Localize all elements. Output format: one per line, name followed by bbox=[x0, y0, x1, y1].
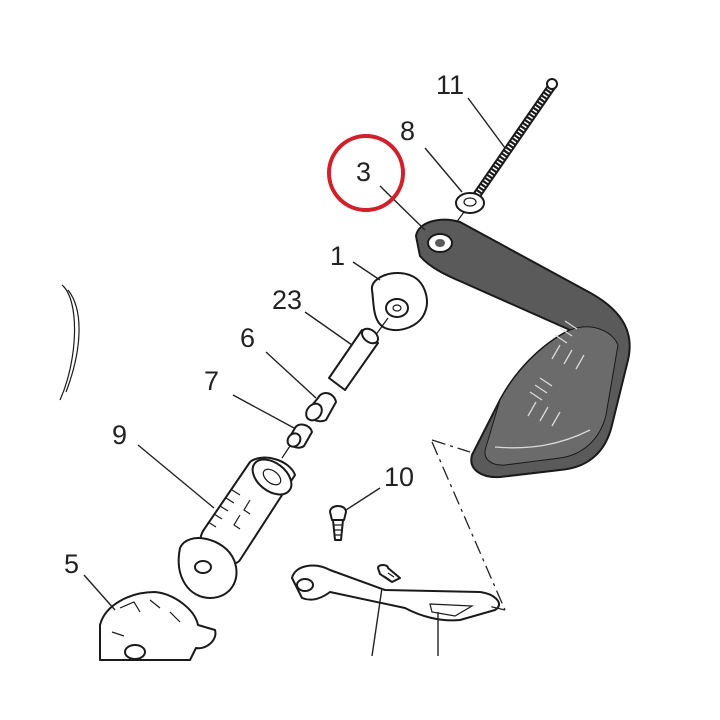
leader-23 bbox=[304, 311, 353, 346]
leader-11 bbox=[467, 97, 506, 149]
leader-5 bbox=[83, 574, 116, 611]
assembly-line-lower bbox=[487, 605, 506, 611]
part-insert-6[interactable] bbox=[303, 392, 337, 423]
handlebar-arc bbox=[59, 284, 76, 401]
leader-1 bbox=[352, 261, 381, 281]
leader-10 bbox=[345, 487, 381, 511]
callout-9: 9 bbox=[112, 420, 127, 450]
callout-3[interactable]: 3 bbox=[356, 157, 371, 187]
callout-11: 11 bbox=[436, 70, 464, 100]
leader-9 bbox=[137, 444, 215, 509]
callout-1: 1 bbox=[330, 241, 345, 271]
part-screw-10[interactable] bbox=[329, 505, 347, 541]
callout-10: 10 bbox=[384, 462, 414, 492]
part-tube-23[interactable] bbox=[328, 326, 381, 391]
callout-5: 5 bbox=[64, 549, 79, 579]
part-mount-bracket[interactable] bbox=[291, 564, 500, 622]
part-bolt-11[interactable] bbox=[465, 78, 558, 210]
leader-3 bbox=[379, 185, 426, 231]
assembly-line-upper bbox=[431, 439, 471, 453]
part-spacer-1[interactable] bbox=[370, 271, 428, 331]
part-washer-8[interactable] bbox=[455, 192, 485, 214]
part-lever-guard-3[interactable] bbox=[415, 218, 631, 479]
assembly-line-diagonal bbox=[431, 441, 506, 611]
leader-8 bbox=[424, 147, 463, 193]
callout-7: 7 bbox=[204, 366, 219, 396]
callout-6: 6 bbox=[240, 323, 255, 353]
callout-8: 8 bbox=[400, 116, 415, 146]
part-switch-housing-5[interactable] bbox=[99, 591, 217, 661]
highlight-circle bbox=[327, 134, 405, 212]
part-grip-9[interactable] bbox=[177, 452, 298, 599]
leader-7 bbox=[232, 394, 295, 429]
leader-6 bbox=[265, 351, 317, 399]
callout-23: 23 bbox=[272, 285, 302, 315]
part-insert-7[interactable] bbox=[285, 423, 313, 450]
